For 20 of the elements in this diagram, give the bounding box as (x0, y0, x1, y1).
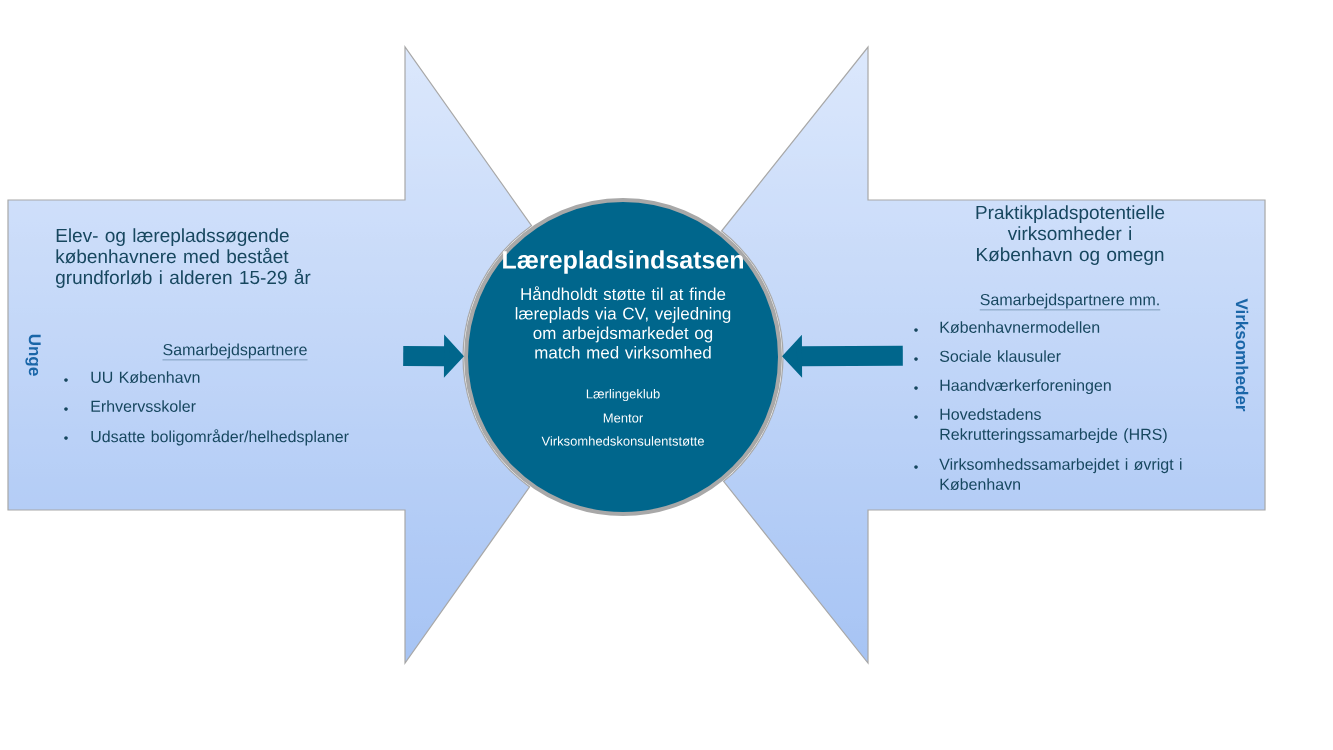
list-item: Virksomhedssamarbejdet i øvrigt i København (914, 458, 1182, 491)
list-item: Erhvervsskoler (64, 400, 196, 412)
list-item: Lærlingeklub (586, 388, 660, 402)
heading: Praktikpladspotentielle virksomheder i København og omegn (976, 205, 1165, 265)
subheading: Samarbejdspartnere mm. (979, 293, 1161, 311)
subheading: Samarbejdspartnere (162, 343, 308, 361)
list-item: Sociale klausuler (914, 350, 1061, 362)
circle (464, 198, 782, 516)
list-item: Virksomhedskonsulentstøtte (541, 436, 704, 446)
side-label: Virksomheder (1235, 298, 1249, 412)
list-item: Haandværkerforeningen (914, 379, 1111, 395)
title: Lærepladsindsatsen (503, 250, 743, 274)
heading: Elev- og lærepladssøgende københavnere med bestået grundforløb i alderen 15-29 år (56, 228, 311, 288)
list-item: Udsatte boligområder/helhedsplaner (64, 429, 349, 446)
list-item: Mentor (603, 413, 643, 423)
list-item: Københavnermodellen (914, 321, 1100, 334)
list-item: Hovedstadens Rekrutteringssamarbejde (HRS) (914, 408, 1167, 444)
side-label: Unge (25, 334, 41, 376)
list-item: UU København (64, 371, 200, 384)
description: Håndholdt støtte til at finde læreplads via CV, vejledning om arbejdsmarkedet og match med virksomhed (515, 286, 731, 359)
